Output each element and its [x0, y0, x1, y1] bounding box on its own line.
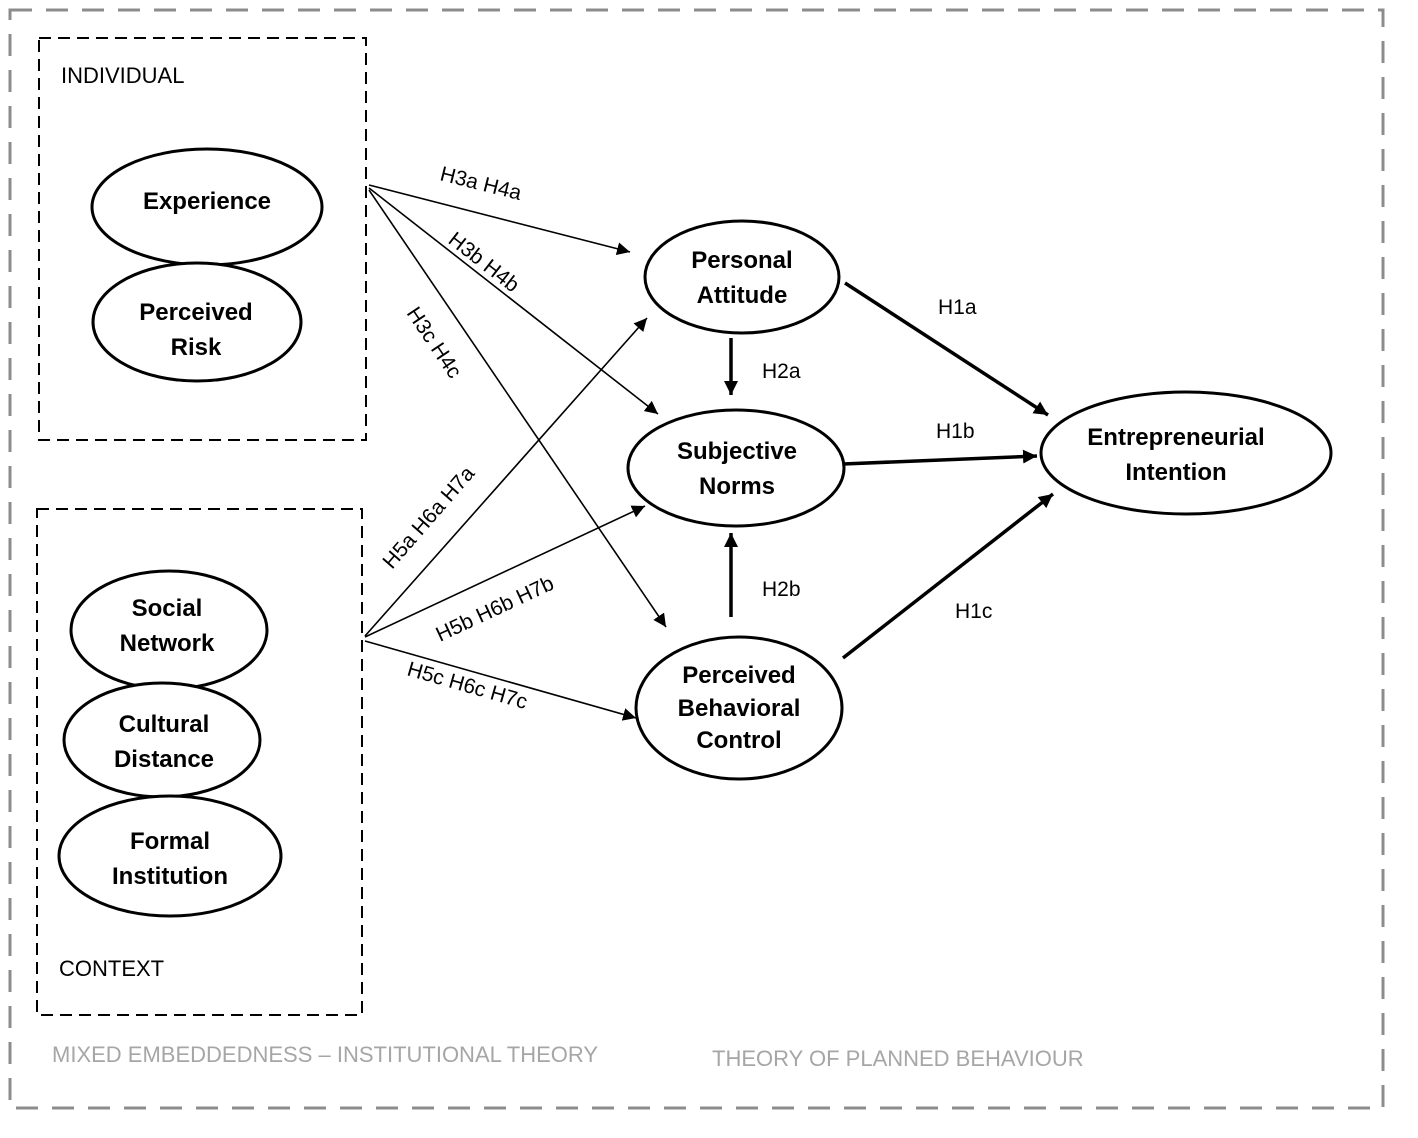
arrow-individual-to-subjective-norms: [368, 187, 659, 415]
social-network-label-line1: Social: [132, 595, 203, 622]
cultural-distance-node: [62, 681, 262, 799]
edge-label-h3c-h4c: H3c H4c: [402, 303, 466, 383]
individual-group-box: [38, 37, 367, 441]
entrepreneurial-intention-node: [1039, 390, 1333, 516]
edge-label-h5c-h6c-h7c: H5c H6c H7c: [405, 658, 530, 714]
outer-frame: [8, 8, 1385, 1110]
subjective-norms-label-line1: Subjective: [677, 438, 797, 465]
perceived-behavioral-control-label-line3: Control: [696, 727, 781, 754]
context-group-label: CONTEXT: [59, 956, 164, 981]
context-group-box: [36, 508, 363, 1016]
arrow-individual-to-personal-attitude: [368, 184, 631, 256]
formal-institution-label-line1: Formal: [130, 828, 210, 855]
perceived-risk-node: [91, 261, 303, 383]
edge-label-h3b-h4b: H3b H4b: [444, 228, 523, 297]
perceived-risk-label-line2: Risk: [171, 334, 222, 361]
cultural-distance-label-line1: Cultural: [119, 711, 210, 738]
formal-institution-node: [57, 794, 283, 918]
personal-attitude-node: [643, 219, 841, 335]
entrepreneurial-intention-label-line1: Entrepreneurial: [1087, 424, 1264, 451]
planned-behaviour-theory-label: THEORY OF PLANNED BEHAVIOUR: [712, 1046, 1084, 1071]
cultural-distance-label-line2: Distance: [114, 746, 214, 773]
perceived-risk-label-line1: Perceived: [139, 299, 252, 326]
edge-label-h2a: H2a: [762, 360, 801, 383]
edge-label-h3a-h4a: H3a H4a: [438, 163, 524, 205]
subjective-norms-label-line2: Norms: [699, 473, 775, 500]
social-network-label-line2: Network: [120, 630, 215, 657]
edge-label-h2b: H2b: [762, 578, 801, 601]
personal-attitude-label-line1: Personal: [691, 247, 792, 274]
arrow-individual-to-perceived-behavioral-control: [368, 189, 667, 628]
arrow-h1b: [842, 449, 1038, 466]
personal-attitude-label-line2: Attitude: [697, 282, 788, 309]
arrow-context-to-perceived-behavioral-control: [364, 640, 637, 721]
edge-label-h5b-h6b-h7b: H5b H6b H7b: [432, 572, 557, 647]
edge-label-h1b: H1b: [936, 420, 975, 443]
perceived-behavioral-control-label-line1: Perceived: [682, 662, 795, 689]
perceived-behavioral-control-label-line2: Behavioral: [678, 695, 801, 722]
experience-label: Experience: [143, 188, 271, 215]
perceived-behavioral-control-node: [634, 635, 844, 781]
edge-label-h5a-h6a-h7a: H5a H6a H7a: [378, 462, 479, 573]
arrow-context-to-personal-attitude: [364, 317, 648, 637]
arrow-context-to-subjective-norms: [364, 505, 646, 638]
mixed-embeddedness-theory-label: MIXED EMBEDDEDNESS – INSTITUTIONAL THEOR…: [52, 1042, 598, 1067]
subjective-norms-node: [626, 408, 846, 528]
edge-label-h1a: H1a: [938, 296, 977, 319]
individual-group-label: INDIVIDUAL: [61, 63, 184, 88]
formal-institution-label-line2: Institution: [112, 863, 228, 890]
entrepreneurial-intention-label-line2: Intention: [1125, 459, 1226, 486]
edge-label-h1c: H1c: [955, 600, 992, 623]
arrow-h1a: [844, 281, 1049, 417]
arrow-h1c: [841, 492, 1055, 660]
